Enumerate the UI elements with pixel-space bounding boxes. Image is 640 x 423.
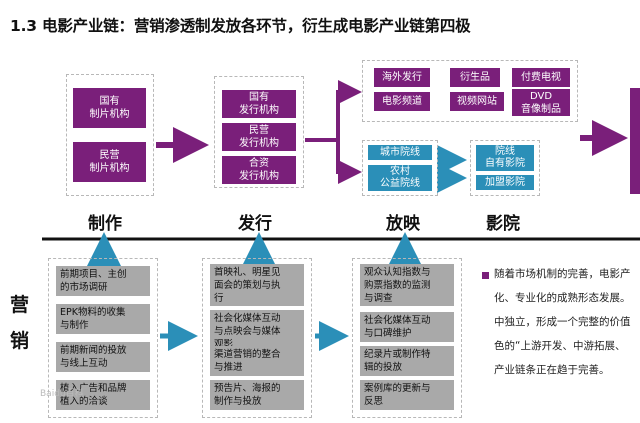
- joint-distribution-box: 合资发行机构: [222, 156, 296, 184]
- arrow-branch-screening: [336, 140, 362, 184]
- marketing-distribute-group: [202, 258, 312, 418]
- stage-label-distribute: 发行: [238, 214, 272, 234]
- mk-distribute-item-2: 社会化媒体互动与点映会与媒体观影: [210, 310, 304, 352]
- franchise-cinema-box: 加盟影院: [476, 175, 534, 190]
- distribute-group: [214, 76, 304, 188]
- note-line-2: 化、专业化的成熟形态发展。: [494, 292, 631, 304]
- overseas-box: 海外发行: [374, 68, 430, 87]
- state-production-box: 国有制片机构: [73, 88, 146, 128]
- cinema-group: [470, 140, 540, 196]
- page-title: 1.3 电影产业链：营销渗透制发放各环节，衍生成电影产业链第四极: [10, 17, 471, 35]
- mk-produce-item-1: 前期项目、主创的市场调研: [56, 266, 150, 296]
- private-distribution-box: 民营发行机构: [222, 123, 296, 151]
- video-sites-box: 视频网站: [450, 92, 504, 111]
- stage-label-cinema: 影院: [486, 214, 520, 234]
- note-bullet: [482, 272, 489, 279]
- produce-group: [66, 74, 154, 196]
- marketing-label-1: 营: [10, 294, 30, 316]
- marketing-label-2: 销: [10, 330, 30, 352]
- derivatives-group: [362, 60, 578, 122]
- stage-label-screen: 放映: [386, 214, 420, 234]
- mk-screen-item-3: 纪录片或制作特辑的投放: [360, 346, 454, 376]
- rural-cinema-line-box: 农村公益院线: [368, 165, 432, 191]
- note-line-5: 产业链条正在趋于完善。: [494, 364, 610, 376]
- mk-screen-item-2: 社会化媒体互动与口碑维护: [360, 312, 454, 342]
- mk-screen-item-4: 案例库的更新与反思: [360, 380, 454, 410]
- mk-distribute-item-4: 预告片、海报的制作与投放: [210, 380, 304, 410]
- movie-channel-box: 电影频道: [374, 92, 430, 111]
- mk-distribute-item-1: 首映礼、明星见面会的策划与执行: [210, 264, 304, 306]
- screening-group: [362, 140, 438, 196]
- stage-label-produce: 制作: [88, 214, 122, 234]
- watermark: Baidu百科: [40, 389, 84, 399]
- marketing-screen-group: [352, 258, 462, 418]
- industry-note: 随着市场机制的完善，电影产 化、专业化的成熟形态发展。 中独立，形成一个完整的价…: [494, 262, 640, 382]
- arrow-branch-derivatives: [336, 80, 362, 140]
- mk-screen-item-1: 观众认知指数与购票指数的监测与调查: [360, 264, 454, 306]
- urban-cinema-line-box: 城市院线: [368, 145, 432, 160]
- mk-produce-item-3: 前期新闻的投放与线上互动: [56, 342, 150, 372]
- note-line-4: 色的“上游开发、中游拓展、: [494, 340, 626, 352]
- state-distribution-box: 国有发行机构: [222, 90, 296, 118]
- next-stage-block: [630, 88, 640, 194]
- marketing-produce-group: [48, 258, 158, 418]
- note-line-3: 中独立，形成一个完整的价值: [494, 316, 631, 328]
- pay-tv-box: 付费电视: [512, 68, 570, 87]
- derivative-products-box: 衍生品: [450, 68, 500, 87]
- note-line-1: 随着市场机制的完善，电影产: [494, 268, 631, 280]
- mk-produce-item-4: 植入广告和品牌植入的洽谈: [56, 380, 150, 410]
- mk-produce-item-2: EPK物料的收集与制作: [56, 304, 150, 334]
- private-production-box: 民营制片机构: [73, 142, 146, 182]
- mk-distribute-item-3: 渠道营销的整合与推进: [210, 346, 304, 376]
- own-cinema-box: 院线自有影院: [476, 145, 534, 171]
